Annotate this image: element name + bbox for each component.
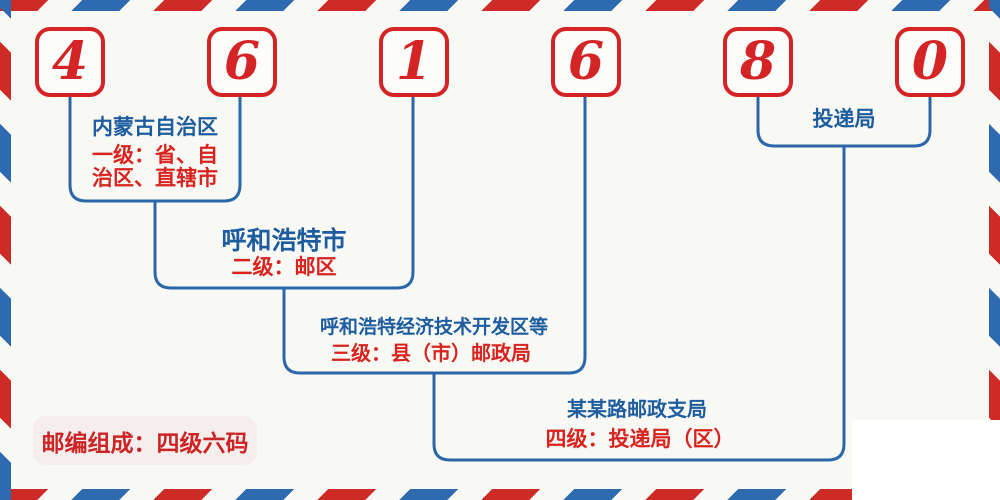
- level-2-description: 二级：邮区: [231, 255, 337, 279]
- level-1-place: 内蒙古自治区: [92, 115, 218, 139]
- digit-2: 6: [223, 31, 261, 92]
- digit-box-2: 6: [207, 27, 277, 97]
- airmail-border-right: [989, 0, 1000, 500]
- digit-box-3: 1: [379, 27, 449, 97]
- footer-badge: 邮编组成：四级六码: [33, 416, 257, 465]
- digit-box-4: 6: [551, 27, 621, 97]
- level-3-description: 三级：县（市）邮政局: [331, 341, 531, 365]
- digit-3: 1: [395, 31, 433, 92]
- level-4-description: 四级：投递局（区）: [545, 427, 735, 451]
- digit-4: 6: [567, 31, 605, 92]
- digit-6: 0: [911, 31, 949, 92]
- digit-box-1: 4: [35, 27, 105, 97]
- airmail-border-left: [0, 0, 11, 500]
- digit-5: 8: [739, 31, 777, 92]
- level-1-description-line1: 一级：省、自: [92, 143, 218, 167]
- level-1-description-line2: 治区、直辖市: [92, 166, 218, 190]
- level-3-place: 呼和浩特经济技术开发区等: [319, 316, 549, 338]
- delivery-bureau-label: 投递局: [812, 107, 876, 131]
- bottom-right-white-patch: [852, 420, 1000, 500]
- digit-box-5: 8: [723, 27, 793, 97]
- airmail-border-top: [0, 0, 1000, 11]
- level-2-place: 呼和浩特市: [221, 226, 347, 255]
- bracket-level-4: [432, 146, 846, 462]
- bracket-delivery: [756, 97, 932, 148]
- footer-badge-text: 邮编组成：四级六码: [41, 430, 249, 457]
- digit-1: 4: [51, 31, 89, 92]
- digit-box-6: 0: [895, 27, 965, 97]
- airmail-border-bottom: [0, 489, 1000, 500]
- level-4-place: 某某路邮政支局: [567, 397, 707, 421]
